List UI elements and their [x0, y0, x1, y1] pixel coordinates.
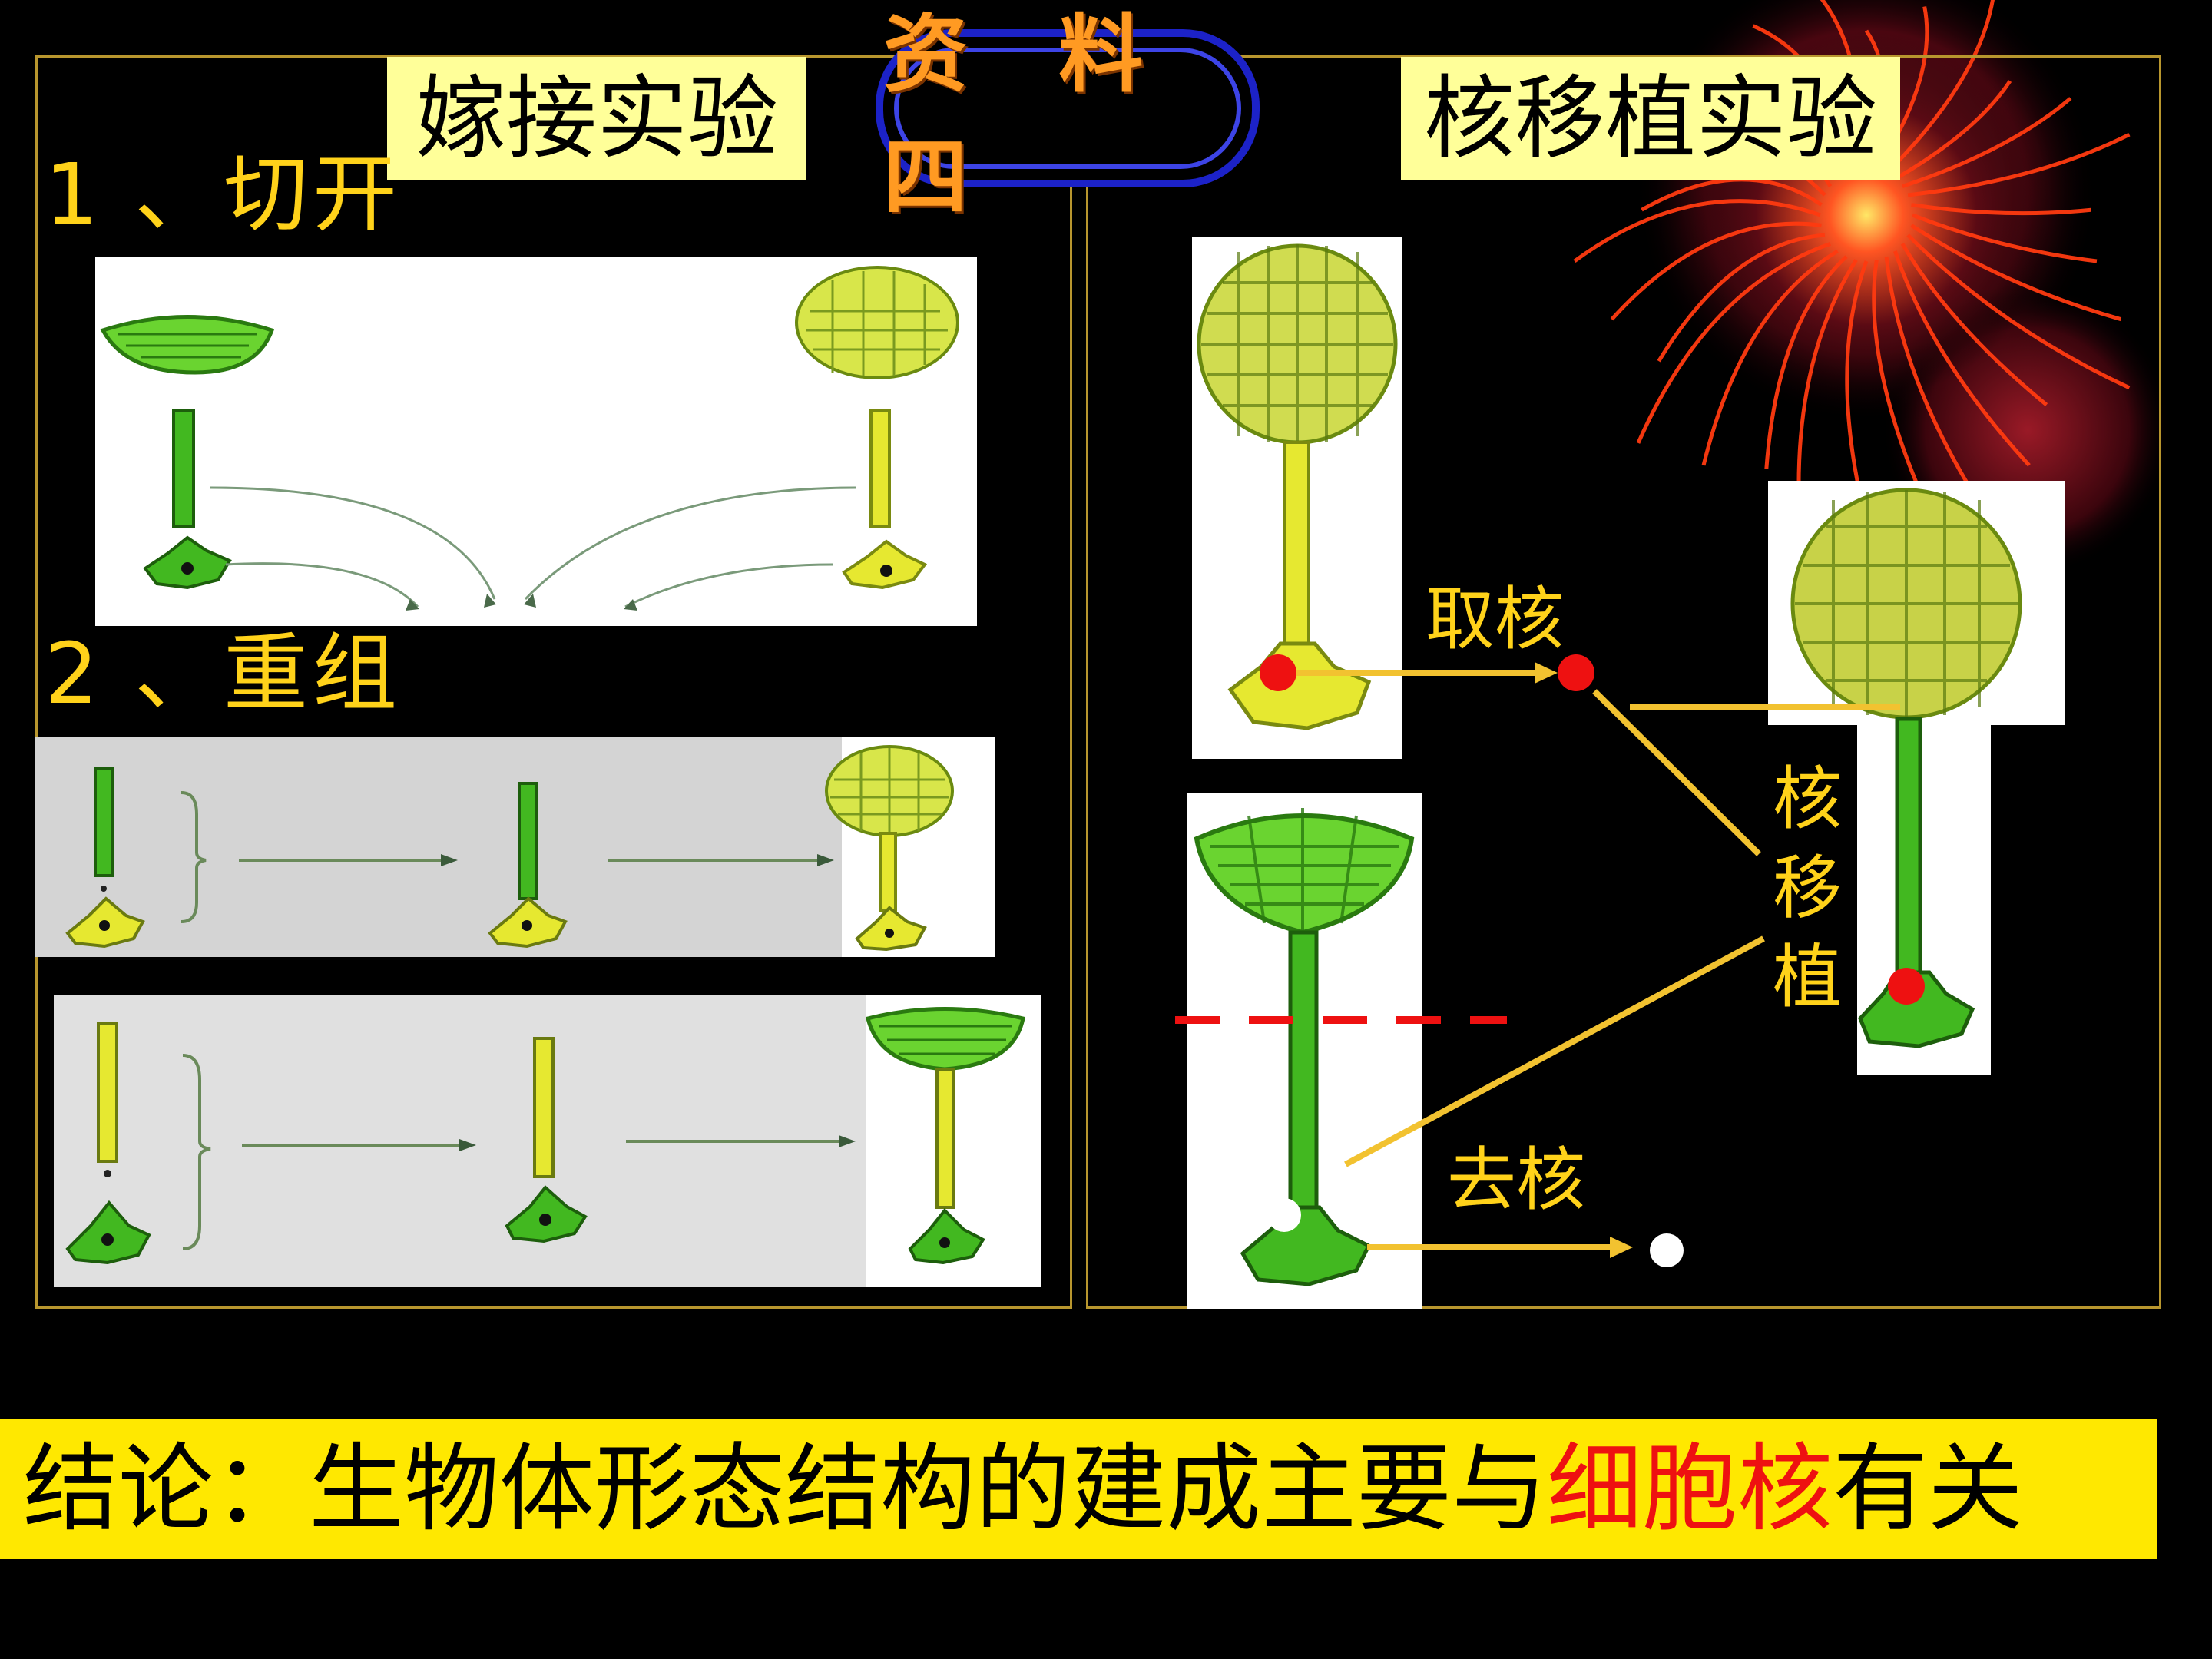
- yellow-rhizoid-icon: [855, 906, 927, 952]
- transplant-char-1: 核: [1773, 759, 1842, 839]
- mesh-cap-texture: [1201, 244, 1393, 444]
- firework-ray: [1906, 233, 2131, 390]
- nucleus-dot: [522, 920, 532, 931]
- firework-ray: [1636, 242, 1831, 444]
- nucleus-to-transplant-line: [1592, 689, 1761, 856]
- arrowhead: [406, 599, 419, 611]
- nuclear-transplant-tag: 核移植实验: [1401, 57, 1900, 180]
- arrowhead: [817, 854, 834, 866]
- step-cut-label: 1 、切开: [45, 145, 402, 243]
- transplanted-nucleus-red: [1888, 968, 1925, 1005]
- yellow-stalk-icon: [97, 1022, 118, 1163]
- mesh-cap-texture: [806, 271, 948, 376]
- arrowhead: [1535, 662, 1558, 684]
- arrowhead: [459, 1139, 476, 1151]
- removed-nucleus-white: [1267, 1198, 1301, 1232]
- conclusion-bar: 结论：生物体形态结构的建成主要与细胞核有关: [0, 1419, 2157, 1559]
- mesh-cap-texture: [1795, 490, 2018, 717]
- left-panel-frame: [35, 55, 1072, 1309]
- result-cell: [1768, 481, 2065, 1075]
- remove-nucleus-label: 去核: [1447, 1140, 1585, 1220]
- nucleus-dot: [939, 1237, 950, 1248]
- arrow-stalk-right: [524, 486, 856, 601]
- arrowhead: [524, 594, 536, 608]
- yellow-stalk-icon: [533, 1037, 555, 1178]
- take-nucleus-label: 取核: [1426, 579, 1564, 660]
- green-rhizoid-icon: [65, 1200, 151, 1265]
- green-stalk-icon: [1288, 930, 1319, 1211]
- arrowhead: [839, 1135, 856, 1147]
- firework-ray: [1900, 243, 2048, 406]
- firework-ray: [1764, 255, 1848, 469]
- right-panel-frame: [1086, 55, 2161, 1309]
- recipient-to-transplant-line: [1344, 935, 1765, 1167]
- firework-ray: [1910, 224, 2122, 322]
- arrow-foot-left: [225, 562, 419, 608]
- bracket: [180, 791, 207, 923]
- cap-texture: [118, 333, 257, 359]
- donor-nucleus-red: [1260, 654, 1296, 691]
- transplant-char-3: 植: [1773, 937, 1842, 1018]
- firework-ray: [1657, 233, 1826, 363]
- yellow-stalk-icon: [869, 409, 891, 528]
- arrow-foot-right: [624, 563, 833, 608]
- mesh-cap-texture: [830, 748, 949, 836]
- page-title: 资 料 四: [883, 5, 1174, 227]
- gap-dot: [104, 1170, 111, 1177]
- nucleus-dot: [99, 920, 110, 931]
- firework-ray: [1912, 213, 2098, 263]
- arrowhead: [624, 599, 637, 611]
- firework-ray: [1911, 203, 2091, 216]
- nucleus-dot: [101, 1233, 114, 1246]
- cap-texture: [879, 1025, 1012, 1055]
- recombine-row-2: [54, 995, 1041, 1287]
- firework-ray: [1573, 199, 1821, 263]
- conclusion-prefix: 结论：生物体形态结构的建成主要与: [23, 1434, 1548, 1545]
- recombine-row-1: [35, 737, 995, 957]
- yellow-stalk-icon: [1283, 441, 1310, 651]
- firework-ray: [1894, 80, 2012, 181]
- firework-ray: [1610, 221, 1822, 321]
- firework-ray: [1902, 97, 2072, 188]
- extracted-nucleus-red: [1558, 654, 1594, 691]
- nucleus-dot: [885, 929, 894, 938]
- green-stalk-icon: [172, 409, 195, 528]
- yellow-stalk-icon: [935, 1068, 955, 1209]
- firework-ray: [1872, 260, 1920, 487]
- firework-ray: [1907, 132, 2131, 197]
- recipient-cell-umbrella: [1187, 793, 1422, 1309]
- arrow-stalk-left: [210, 486, 496, 600]
- title-badge-inner-ring: [894, 48, 1241, 169]
- nucleus-dot: [181, 562, 194, 575]
- removed-nucleus-white: [1650, 1233, 1684, 1267]
- green-rhizoid-icon: [908, 1208, 985, 1265]
- step-recombine-label: 2 、重组: [45, 624, 402, 723]
- conclusion-highlight: 细胞核: [1547, 1434, 1833, 1545]
- firework-ray: [1893, 250, 2031, 467]
- nucleus-dot: [880, 565, 892, 577]
- cap-texture: [1210, 808, 1399, 931]
- conclusion-suffix: 有关: [1833, 1434, 2024, 1545]
- yellow-rhizoid-icon: [842, 539, 928, 590]
- transplant-char-2: 移: [1773, 848, 1842, 929]
- nucleus-dot: [539, 1214, 551, 1226]
- cut-illustration: [95, 257, 977, 626]
- firework-ray: [1885, 0, 1995, 175]
- green-stalk-icon: [94, 767, 114, 877]
- firework-ray: [1701, 249, 1839, 466]
- grafting-experiment-tag: 嫁接实验: [387, 57, 806, 180]
- arrowhead: [441, 854, 458, 866]
- bracket: [182, 1054, 211, 1250]
- arrowhead: [1610, 1237, 1633, 1258]
- row-bg-gray: [35, 737, 842, 957]
- arrowhead: [484, 594, 496, 608]
- title-badge: 资 料 四: [876, 5, 1260, 227]
- gap-dot: [101, 886, 107, 892]
